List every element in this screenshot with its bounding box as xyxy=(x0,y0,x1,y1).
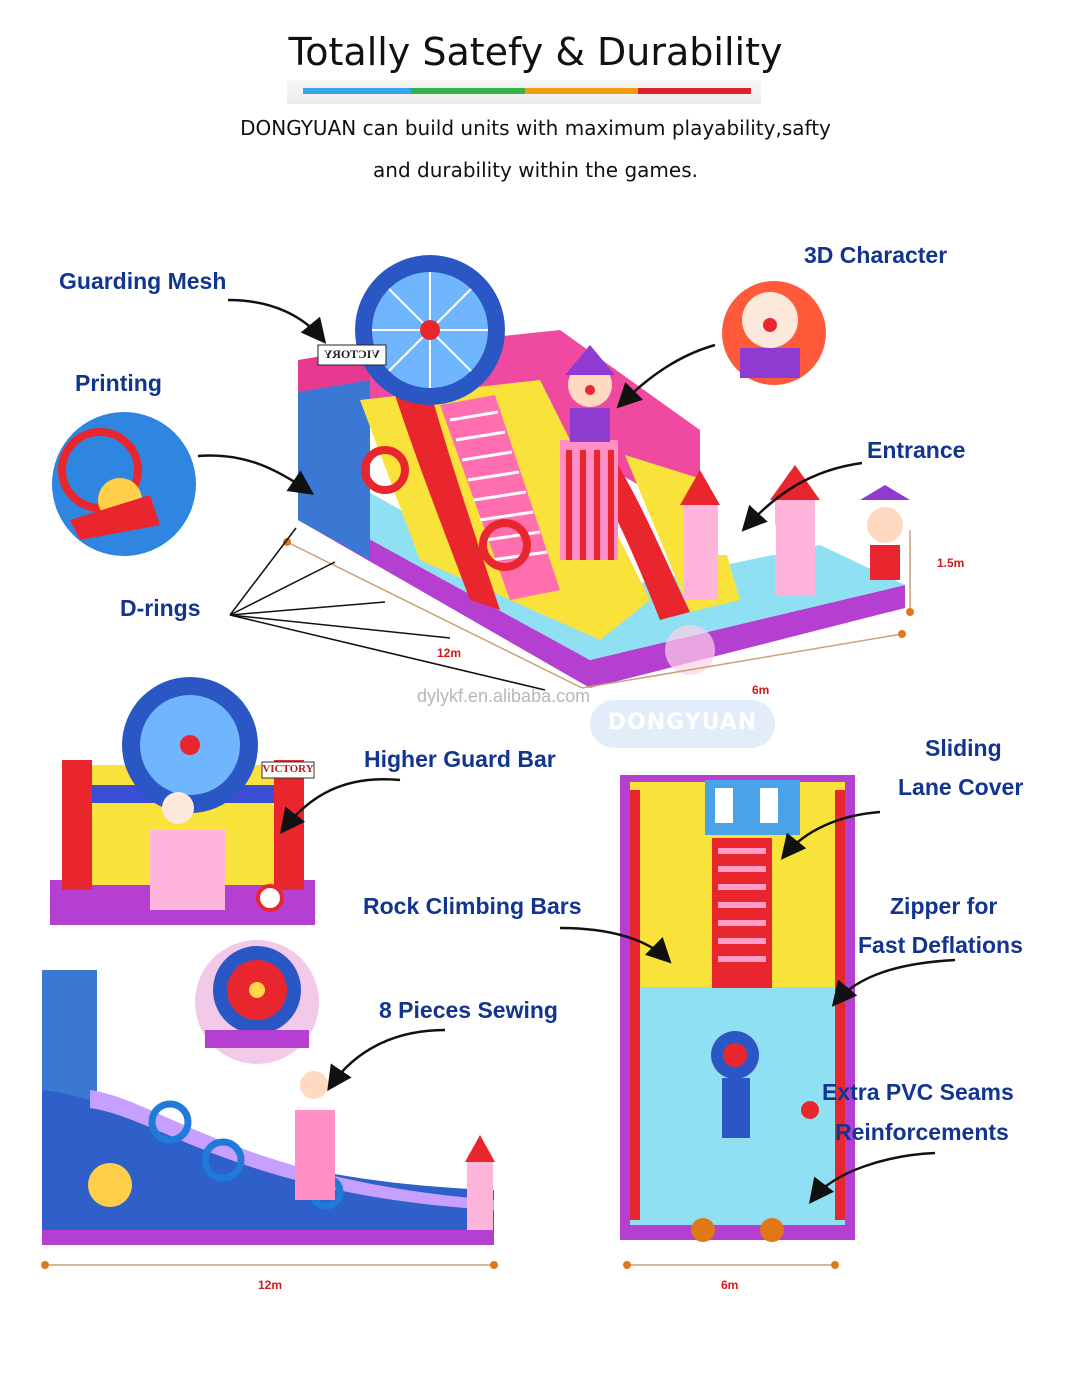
label-pvc-seams-line-1: Extra PVC Seams xyxy=(822,1079,1014,1105)
arrow-printing xyxy=(197,454,315,495)
main-base-top xyxy=(298,470,905,660)
arrow-3d-character xyxy=(616,343,716,409)
label-pvc-seams-line-2: Reinforcements xyxy=(835,1119,1009,1145)
top-dimension-line xyxy=(623,1261,839,1269)
rainbow-segment-red xyxy=(638,88,751,94)
dimension-top-width: 6m xyxy=(721,1278,739,1292)
label-rock-climbing-bars: Rock Climbing Bars xyxy=(363,893,582,919)
arrow-higher-guard-bar xyxy=(279,778,401,834)
side-dimension-line xyxy=(41,1261,498,1269)
arrow-8-pieces xyxy=(327,1028,446,1092)
3d-character-inset xyxy=(722,281,826,385)
dimension-side-length: 12m xyxy=(258,1278,283,1292)
label-d-rings: D-rings xyxy=(120,595,201,621)
ferris-wheel-inset xyxy=(195,940,319,1064)
label-guarding-mesh: Guarding Mesh xyxy=(59,268,227,294)
label-zipper-line-2: Fast Deflations xyxy=(858,932,1023,958)
arrow-zipper xyxy=(831,958,956,1007)
watermark-url: dylykf.en.alibaba.com xyxy=(417,686,591,706)
sign-victory-front: VICTORY xyxy=(262,763,314,775)
main-dimension-lines xyxy=(283,530,914,689)
description-line-1: DONGYUAN can build units with maximum pl… xyxy=(240,116,831,140)
printing-inset xyxy=(52,412,196,556)
main-inflatable-view xyxy=(298,255,910,688)
watermark-logo: DONGYUAN xyxy=(590,700,775,748)
dimension-main-width: 6m xyxy=(752,683,770,697)
rainbow-segment-orange xyxy=(525,88,638,94)
watermark-brand: DONGYUAN xyxy=(607,710,758,735)
page-title: Totally Satefy & Durability xyxy=(288,30,783,74)
dimension-main-height: 1.5m xyxy=(937,556,965,570)
label-zipper-line-1: Zipper for xyxy=(890,893,998,919)
label-sliding: Sliding xyxy=(925,735,1002,761)
callout-arrows xyxy=(197,298,956,1204)
label-higher-guard-bar: Higher Guard Bar xyxy=(364,746,556,772)
label-3d-character: 3D Character xyxy=(804,242,948,268)
top-view-inflatable xyxy=(620,775,855,1242)
description-line-2: and durability within the games. xyxy=(373,158,698,182)
arrow-pvc-seams xyxy=(808,1151,936,1204)
arrow-entrance xyxy=(741,461,863,532)
d-rings-pointers xyxy=(229,527,546,691)
front-view-inflatable xyxy=(50,677,315,925)
main-left-wall xyxy=(298,360,370,560)
label-8-pieces-sewing: 8 Pieces Sewing xyxy=(379,997,558,1023)
label-entrance: Entrance xyxy=(867,437,966,463)
label-lane-cover: Lane Cover xyxy=(898,774,1024,800)
label-printing: Printing xyxy=(75,370,162,396)
rainbow-divider xyxy=(287,80,761,104)
entrance-towers xyxy=(680,465,820,600)
arrow-guarding-mesh xyxy=(227,298,327,344)
side-view-inflatable xyxy=(42,970,495,1245)
dimension-main-length: 12m xyxy=(437,646,462,660)
arrow-sliding-lane xyxy=(780,810,881,860)
arrow-rock-climbing xyxy=(559,926,672,964)
rainbow-segment-blue xyxy=(303,88,411,94)
sign-victory-main: VICTORY xyxy=(323,347,381,361)
rainbow-segment-green xyxy=(411,88,525,94)
main-base xyxy=(298,500,905,688)
